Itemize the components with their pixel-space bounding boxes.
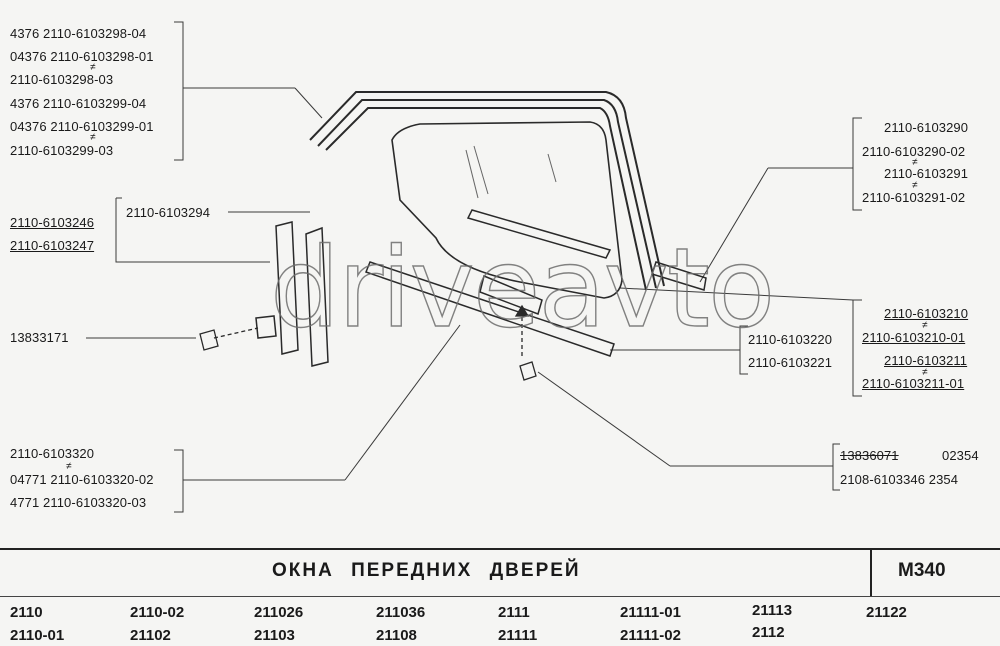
model-label: 2110-02 (130, 604, 185, 621)
model-label: 211036 (376, 604, 426, 621)
model-label: 2110 (10, 604, 43, 621)
part-label-2110-6103290: 2110-6103290 (884, 120, 969, 135)
not-interchangeable-mark: ≠ (922, 320, 928, 331)
footer-divider (870, 548, 872, 596)
not-interchangeable-mark: ≠ (66, 461, 72, 472)
part-label-2110-6103320: 2110-6103320 (10, 446, 95, 461)
part-label-2110-6103290-02: 2110-6103290-02 (862, 144, 966, 159)
part-label-2110-6103221: 2110-6103221 (748, 355, 833, 370)
part-label-2108-6103346: 2108-6103346 2354 (840, 472, 959, 487)
part-label-2110-6103299-01: 04376 2110-6103299-01 (10, 119, 154, 134)
part-label-2110-6103291: 2110-6103291 (884, 166, 969, 181)
model-label: 21113 (752, 602, 793, 619)
part-label-13833171: 13833171 (10, 330, 69, 345)
model-label: 2112 (752, 624, 785, 641)
part-label-2110-6103320-03: 4771 2110-6103320-03 (10, 495, 147, 510)
model-label: 21103 (254, 627, 295, 644)
not-interchangeable-mark: ≠ (90, 132, 96, 143)
model-label: 2110-01 (10, 627, 65, 644)
part-label-2110-6103246: 2110-6103246 (10, 215, 95, 230)
window-parts-diagram (86, 21, 862, 513)
model-label: 21108 (376, 627, 417, 644)
model-label: 21111-02 (620, 627, 681, 644)
part-label-2110-6103291-02: 2110-6103291-02 (862, 190, 966, 205)
not-interchangeable-mark: ≠ (912, 157, 918, 168)
part-label-2110-6103247: 2110-6103247 (10, 238, 95, 253)
footer-bottom-border (0, 596, 1000, 597)
not-interchangeable-mark: ≠ (922, 367, 928, 378)
page-title: ОКНА ПЕРЕДНИХ ДВЕРЕЙ (272, 560, 581, 581)
part-label-2110-6103210: 2110-6103210 (884, 306, 969, 321)
part-label-2110-6103299-03: 2110-6103299-03 (10, 143, 114, 158)
not-interchangeable-mark: ≠ (90, 62, 96, 73)
model-label: 21111-01 (620, 604, 681, 621)
part-label-2110-6103211-01: 2110-6103211-01 (862, 376, 965, 391)
model-label: 211026 (254, 604, 304, 621)
model-label: 21102 (130, 627, 171, 644)
part-label-2110-6103211: 2110-6103211 (884, 353, 968, 368)
model-label: 21122 (866, 604, 907, 621)
not-interchangeable-mark: ≠ (912, 180, 918, 191)
part-label-13836071: 13836071 (840, 448, 899, 463)
model-label: 2111 (498, 604, 530, 621)
part-label-02354: 02354 (942, 448, 979, 463)
footer-top-border (0, 548, 1000, 550)
page-code: М340 (898, 560, 946, 581)
part-label-2110-6103220: 2110-6103220 (748, 332, 833, 347)
part-label-2110-6103299-04: 4376 2110-6103299-04 (10, 96, 147, 111)
part-label-2110-6103298-04: 4376 2110-6103298-04 (10, 26, 147, 41)
part-label-2110-6103320-02: 04771 2110-6103320-02 (10, 472, 154, 487)
part-label-2110-6103298-03: 2110-6103298-03 (10, 72, 114, 87)
part-label-2110-6103298-01: 04376 2110-6103298-01 (10, 49, 154, 64)
part-label-2110-6103294: 2110-6103294 (126, 205, 211, 220)
model-label: 21111 (498, 627, 538, 644)
part-label-2110-6103210-01: 2110-6103210-01 (862, 330, 966, 345)
